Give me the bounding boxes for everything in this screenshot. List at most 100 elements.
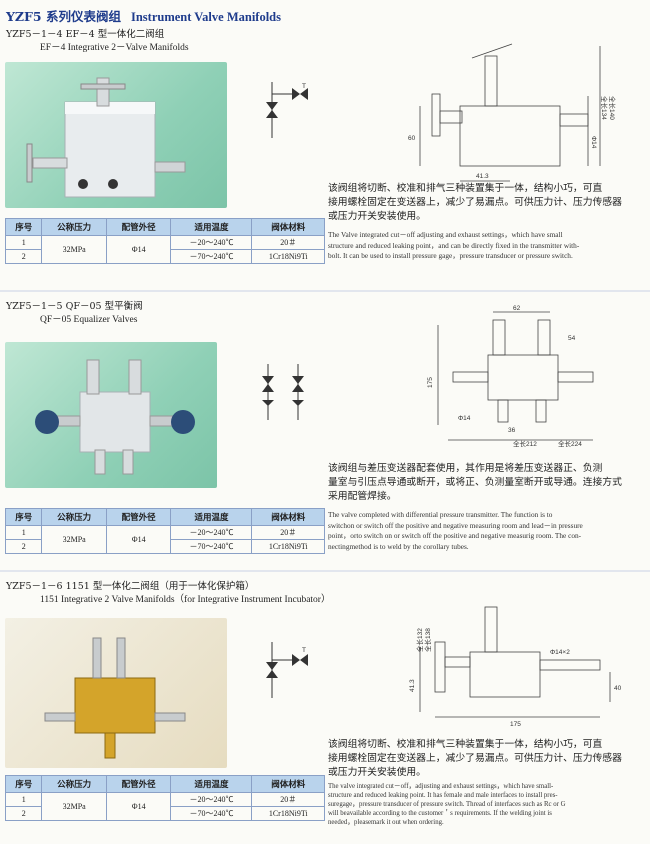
spec-table-2: 序号 公称压力 配管外径 适用温度 阀体材料 1 32MPa Φ14 －20～2…: [4, 508, 325, 554]
desc-cn-line: 接用螺栓固定在变送器上，减少了易漏点。可供压力计、压力传感器: [328, 197, 622, 208]
desc-en-line: suregage，pressure transducer of pressure…: [328, 801, 566, 808]
cell-material: 20＃: [251, 525, 325, 540]
col-temp: 适用温度: [170, 218, 253, 236]
dim-2-b: 175: [427, 377, 434, 388]
desc-en-line: bolt. It can be used to install pressure…: [328, 251, 573, 260]
spec-table-3: 序号 公称压力 配管外径 适用温度 阀体材料 1 32MPa Φ14 －20～2…: [4, 775, 325, 821]
dimension-drawing-2: 62 175 54 36 全长212 全长224 Φ14: [427, 305, 594, 448]
product-photo-2: [5, 342, 217, 488]
cell-pipe: Φ14: [105, 235, 172, 264]
dim-2-d: 36: [508, 427, 516, 434]
col-material: 阀体材料: [251, 218, 325, 236]
table-row: 2 －70～240℃ 1Cr18Ni9Ti: [4, 539, 325, 554]
dim-1-d: 全长140: [608, 96, 617, 120]
series-title: YZF5 系列仪表阀组 Instrument Valve Manifolds: [6, 6, 281, 25]
cell-material: 1Cr18Ni9Ti: [251, 539, 325, 554]
dimension-drawing-1: 60 41.3 全长134 全长140 Φ14: [408, 43, 617, 182]
dimension-drawing-3: 全长132 全长138 41.3 40 175 Φ14×2: [409, 606, 622, 728]
series-title-en: Instrument Valve Manifolds: [130, 10, 282, 24]
cell-no: 2: [4, 806, 43, 821]
series-title-cn: YZF5 系列仪表阀组: [6, 9, 121, 24]
table-header-row: 序号 公称压力 配管外径 适用温度 阀体材料: [4, 508, 325, 526]
desc-cn-line: 或压力开关安装使用。: [328, 767, 426, 778]
cell-pipe: Φ14: [105, 525, 172, 554]
model-title-en-2: QF－05 Equalizer Valves: [40, 315, 138, 325]
section-divider: [0, 570, 650, 572]
cell-material: 1Cr18Ni9Ti: [251, 806, 325, 821]
model-title-en-1: EF－4 Integrative 2－Valve Manifolds: [40, 43, 189, 53]
description-3: 该阀组将切断、校准和排气三种装置集于一体，结构小巧，可直 接用螺栓固定在变送器上…: [328, 738, 646, 827]
dim-1-e: Φ14: [590, 136, 597, 149]
col-temp: 适用温度: [170, 508, 253, 526]
table-row: 2 －70～240℃ 1Cr18Ni9Ti: [4, 806, 325, 821]
table-header-row: 序号 公称压力 配管外径 适用温度 阀体材料: [4, 218, 325, 236]
desc-en-line: The Valve integrated cut－off adjusting a…: [328, 230, 563, 239]
valve-photo-2: [35, 359, 195, 475]
table-row: 1 32MPa Φ14 －20～240℃ 20＃: [4, 525, 325, 554]
cell-temp: －20～240℃: [170, 792, 253, 807]
valve-symbol-1: T: [266, 82, 308, 138]
symbol-label-1: T: [302, 83, 306, 90]
col-pressure: 公称压力: [41, 218, 107, 236]
model-title-3: YZF5－1－6 1151 型一体化二阀组（用于一体化保护箱）: [6, 581, 255, 592]
valve-photo-3: [44, 637, 186, 759]
cell-material: 20＃: [251, 792, 325, 807]
valve-symbol-2: [262, 364, 304, 420]
desc-en-line: point，orto switch on or switch off the p…: [328, 531, 582, 540]
description-2: 该阀组与差压变送器配套使用，其作用是将差压变送器正、负测 量室与引压点导通或断开…: [328, 462, 646, 552]
product-photo-1: [5, 62, 227, 208]
dim-1-a: 60: [408, 135, 416, 142]
cell-temp: －20～240℃: [170, 525, 253, 540]
cell-no: 1: [4, 792, 43, 807]
cell-material: 1Cr18Ni9Ti: [251, 249, 325, 264]
col-pressure: 公称压力: [41, 775, 107, 793]
section-divider: [0, 290, 650, 292]
col-no: 序号: [4, 775, 43, 793]
dim-3-d: 40: [614, 685, 622, 692]
cell-no: 1: [4, 525, 43, 540]
cell-material: 20＃: [251, 235, 325, 250]
col-pipe: 配管外径: [105, 218, 172, 236]
desc-cn-line: 该阀组与差压变送器配套使用，其作用是将差压变送器正、负测: [328, 463, 603, 474]
dim-3-c: 41.3: [409, 679, 416, 692]
col-material: 阀体材料: [251, 508, 325, 526]
dim-2-g: Φ14: [458, 415, 471, 422]
cell-temp: －20～240℃: [170, 235, 253, 250]
description-1: 该阀组将切断、校准和排气三种装置集于一体，结构小巧，可直 接用螺栓固定在变送器上…: [328, 182, 646, 262]
col-no: 序号: [4, 508, 43, 526]
dim-2-f: 全长224: [558, 439, 582, 448]
col-pipe: 配管外径: [105, 508, 172, 526]
dim-2-a: 62: [513, 305, 521, 312]
col-pressure: 公称压力: [41, 508, 107, 526]
product-photo-3: [5, 618, 227, 768]
symbol-label-3: T: [302, 647, 306, 654]
desc-cn-line: 量室与引压点导通或断开，或将正、负测量室断开或导通。连接方式: [328, 477, 622, 488]
desc-en-line: structure and reduced leaking point，and …: [328, 240, 580, 250]
cell-no: 2: [4, 249, 43, 264]
dim-3-e: 175: [510, 721, 521, 728]
dim-1-c: 全长134: [600, 96, 609, 120]
spec-table-1: 序号 公称压力 配管外径 适用温度 阀体材料 1 32MPa Φ14 －20～2…: [4, 218, 325, 264]
desc-en-line: The valve integrated cut－off，adjusting a…: [328, 783, 554, 790]
col-pipe: 配管外径: [105, 775, 172, 793]
table-header-row: 序号 公称压力 配管外径 适用温度 阀体材料: [4, 775, 325, 793]
dim-3-f: Φ14×2: [550, 649, 570, 656]
cell-pipe: Φ14: [105, 792, 172, 821]
dim-1-b: 41.3: [476, 173, 489, 180]
cell-pressure: 32MPa: [41, 792, 107, 821]
desc-en-line: structure and reduced leaking point. It …: [328, 792, 558, 799]
desc-cn-line: 或压力开关安装使用。: [328, 211, 426, 222]
cell-no: 2: [4, 539, 43, 554]
desc-cn-line: 接用螺栓固定在变送器上，减少了易漏点。可供压力计、压力传感器: [328, 753, 622, 764]
cell-temp: －70～240℃: [170, 249, 253, 264]
table-row: 2 －70～240℃ 1Cr18Ni9Ti: [4, 249, 325, 264]
table-row: 1 32MPa Φ14 －20～240℃ 20＃: [4, 235, 325, 264]
valve-symbol-3: T: [266, 642, 308, 698]
dim-2-c: 54: [568, 335, 576, 342]
dim-2-e: 全长212: [513, 439, 537, 448]
desc-cn-line: 采用配管焊接。: [328, 491, 397, 502]
col-no: 序号: [4, 218, 43, 236]
cell-no: 1: [4, 235, 43, 250]
desc-en-line: will beavailable according to the custom…: [328, 810, 552, 817]
valve-photo-1: [26, 77, 186, 198]
